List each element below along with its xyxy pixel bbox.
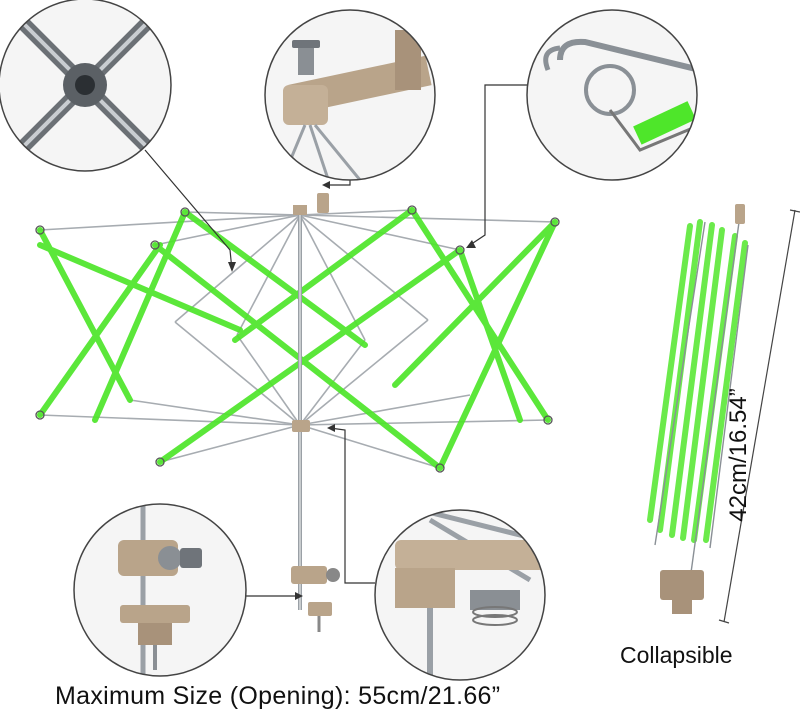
- detail-spring-hub: [374, 509, 546, 681]
- max-size-caption: Maximum Size (Opening): 55cm/21.66”: [55, 682, 501, 710]
- detail-mast-clamp: [73, 503, 247, 677]
- detail-top-handle: [264, 9, 436, 181]
- height-label: 42cm/16.54”: [725, 388, 752, 522]
- collapsed-yarn-swift: [647, 204, 749, 614]
- detail-end-hook: [526, 9, 698, 181]
- detail-cross-joint: [0, 0, 172, 172]
- collapsible-caption: Collapsible: [620, 642, 733, 668]
- height-dimension-line: [718, 209, 800, 624]
- open-yarn-swift: [35, 193, 560, 632]
